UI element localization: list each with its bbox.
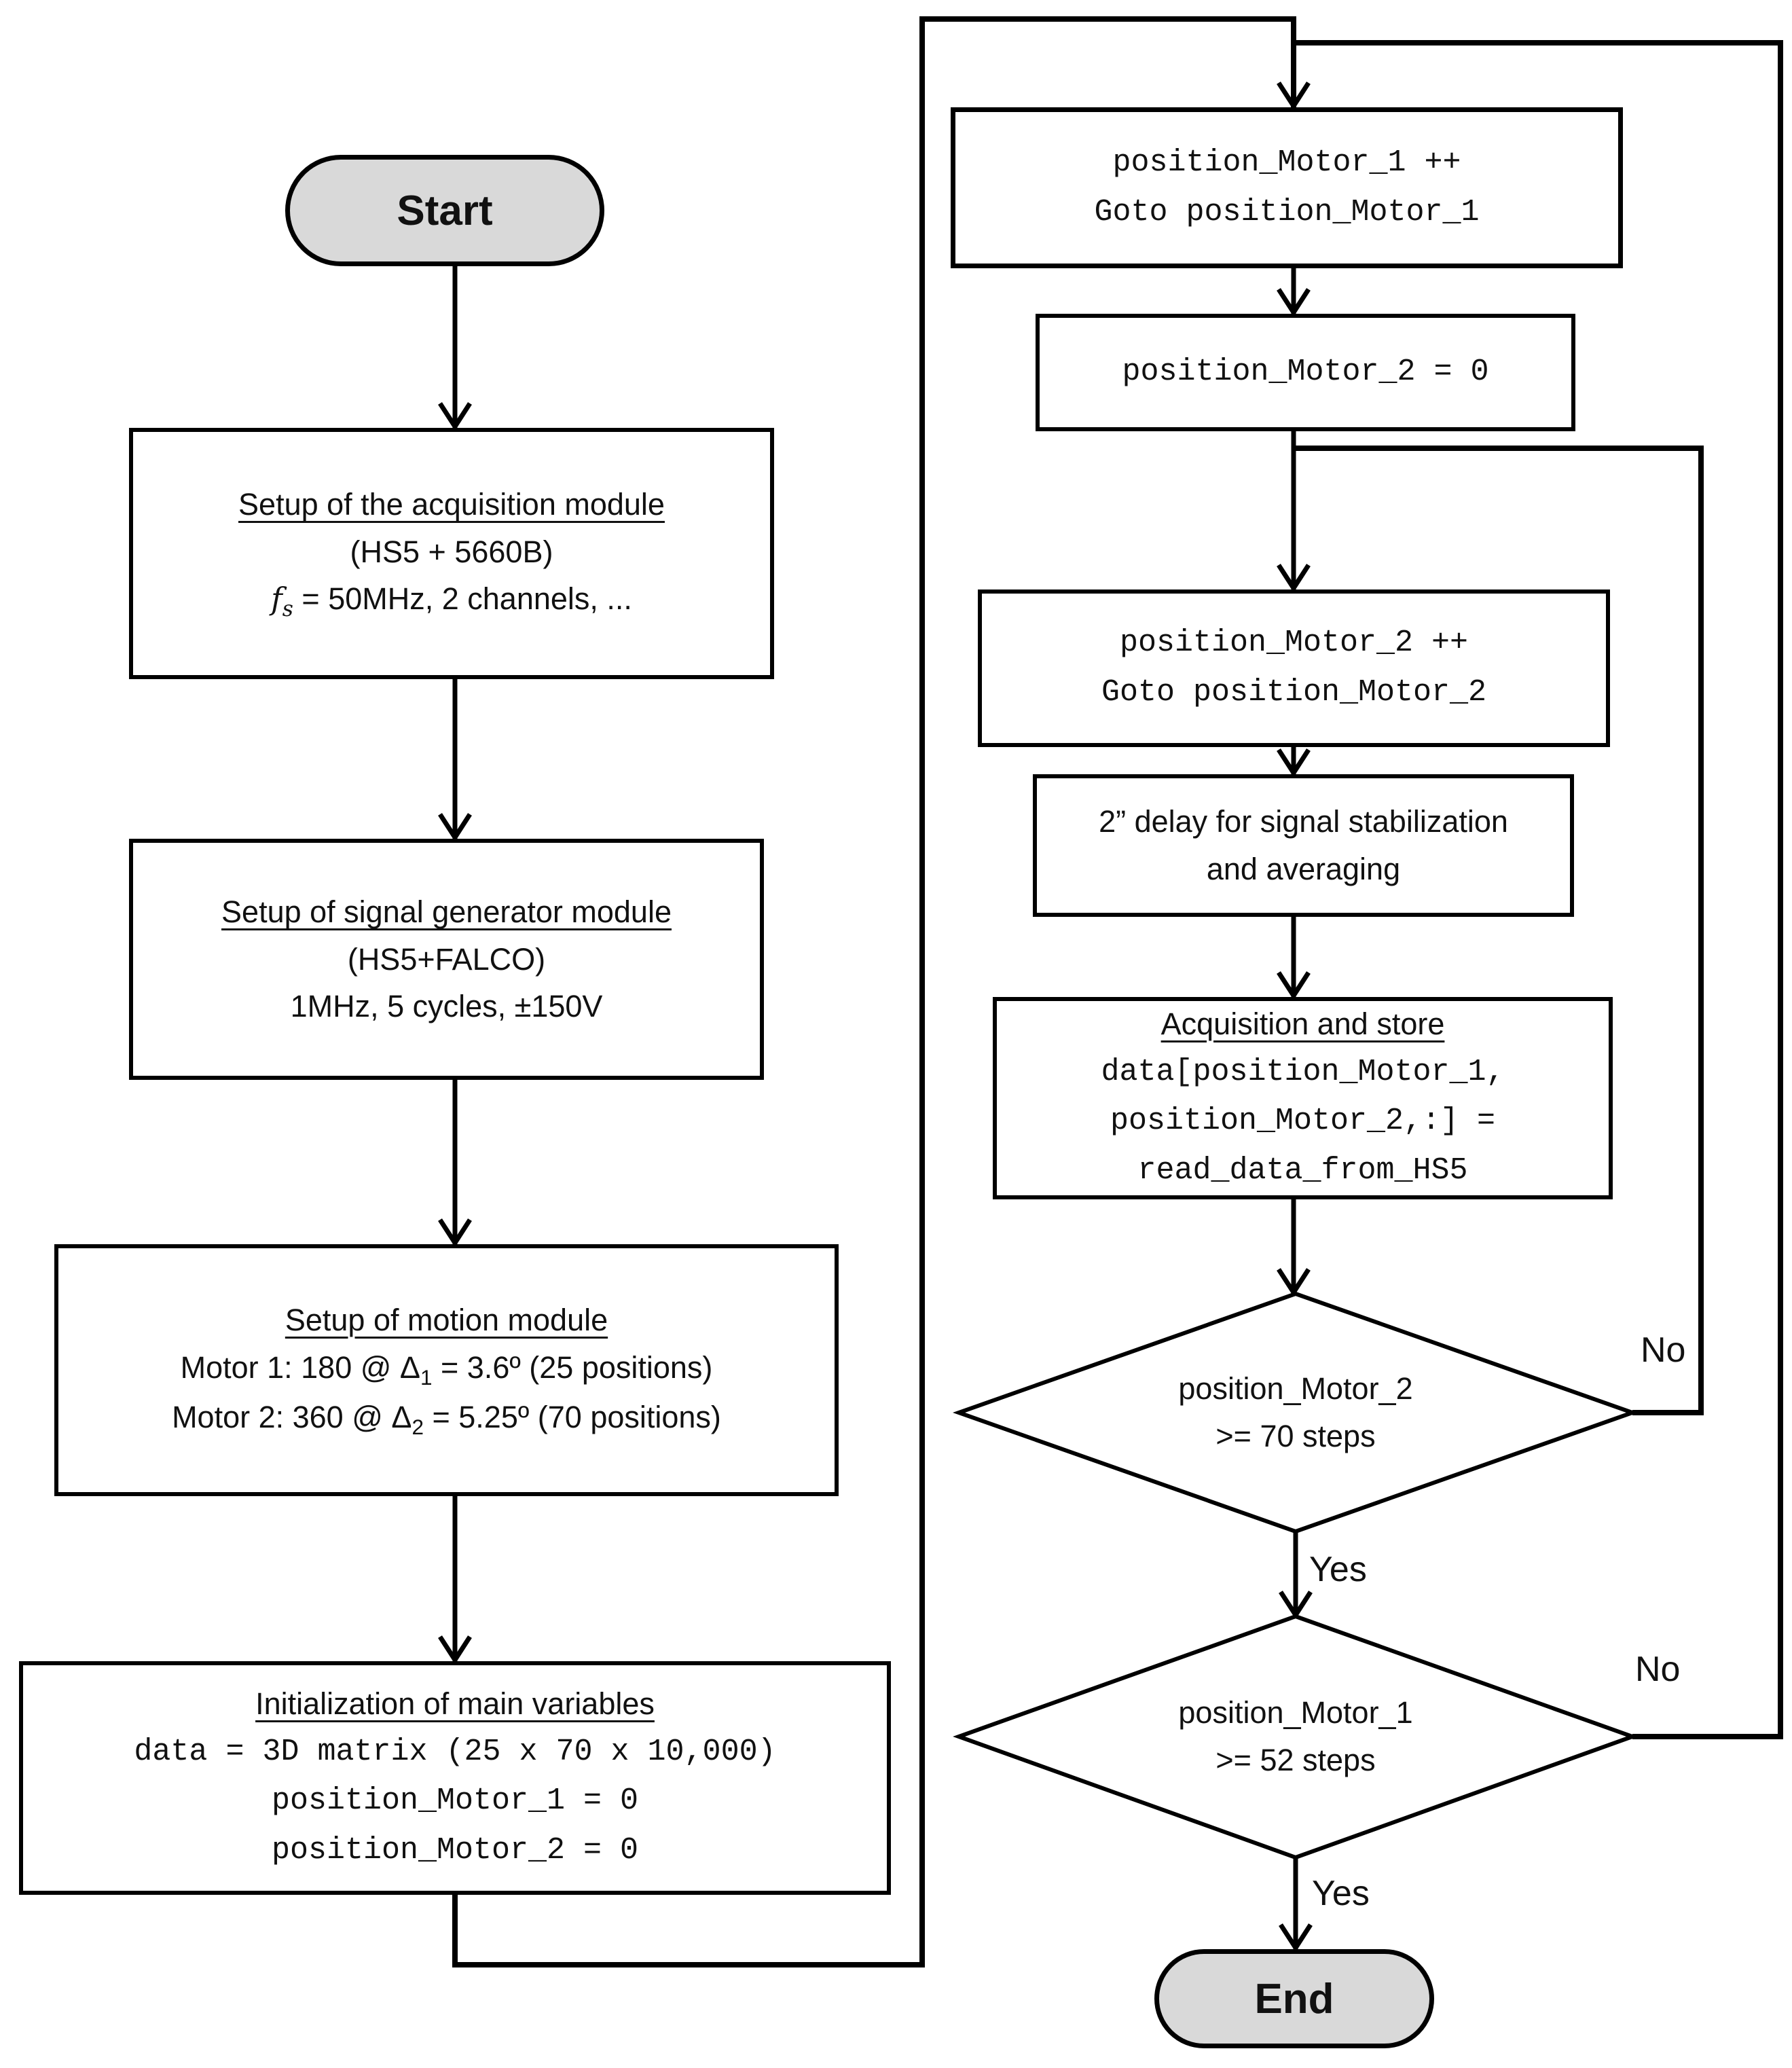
delay-line2: and averaging: [1206, 852, 1401, 886]
signal-generator-line3: 1MHz, 5 cycles, ±150V: [290, 989, 603, 1024]
init-variables-box: Initialization of main variables data = …: [19, 1661, 891, 1895]
decision-motor2-yes-label: Yes: [1309, 1550, 1367, 1589]
motor1-spec-post: = 3.6º (25 positions): [432, 1349, 713, 1385]
start-terminator: Start: [285, 155, 604, 266]
decision-motor1-no-label: No: [1635, 1650, 1681, 1689]
init-variables-title: Initialization of main variables: [255, 1686, 655, 1721]
decision-motor2-diamond: [952, 1291, 1639, 1534]
motor2-increment-code2: Goto position_Motor_2: [1101, 675, 1487, 710]
decision-motor2-line1: position_Motor_2: [1178, 1371, 1413, 1407]
decision-motor2-line2: >= 70 steps: [1215, 1419, 1376, 1453]
decision-motor1-diamond: [953, 1614, 1639, 1860]
acquisition-setup-line3: fs = 50MHz, 2 channels, ...: [271, 575, 632, 626]
edge-decision-motor1-no-return: [1294, 40, 1783, 1739]
fs-rest: = 50MHz, 2 channels, ...: [293, 581, 632, 617]
motor2-spec-sub: 2: [412, 1415, 424, 1440]
decision-motor2-no-label: No: [1641, 1330, 1686, 1370]
motor2-spec-post: = 5.25º (70 positions): [423, 1400, 721, 1435]
motor2-spec-pre: Motor 2: 360 @ Δ: [172, 1400, 412, 1435]
motor1-spec-pre: Motor 1: 180 @ Δ: [180, 1349, 420, 1385]
motor2-reset-code1: position_Motor_2 = 0: [1122, 355, 1489, 390]
acquisition-setup-box: Setup of the acquisition module (HS5 + 5…: [129, 428, 774, 679]
signal-generator-line2: (HS5+FALCO): [347, 941, 546, 977]
motor1-spec-sub: 1: [420, 1364, 433, 1390]
decision-motor1-yes-label: Yes: [1312, 1874, 1370, 1913]
motor2-reset-box: position_Motor_2 = 0: [1036, 314, 1575, 431]
acquisition-store-code1: data[position_Motor_1,: [1101, 1054, 1505, 1089]
acquisition-setup-line2: (HS5 + 5660B): [350, 534, 553, 569]
edge-init-to-motor1-increment-loop: [452, 16, 1311, 1967]
end-terminator: End: [1154, 1949, 1434, 2048]
decision-motor1-text: position_Motor_1 >= 52 steps: [1058, 1665, 1533, 1808]
motion-setup-title: Setup of motion module: [285, 1302, 608, 1337]
acquisition-store-code2: position_Motor_2,:] =: [1110, 1104, 1496, 1139]
start-label: Start: [397, 187, 493, 234]
end-label: End: [1254, 1975, 1334, 2022]
motor1-increment-code1: position_Motor_1 ++: [1112, 145, 1461, 180]
motion-setup-motor1-line: Motor 1: 180 @ Δ1 = 3.6º (25 positions): [181, 1344, 713, 1394]
motor2-increment-code1: position_Motor_2 ++: [1119, 625, 1469, 661]
decision-motor2-text: position_Motor_2 >= 70 steps: [1058, 1341, 1533, 1484]
acquisition-store-box: Acquisition and store data[position_Moto…: [993, 997, 1613, 1199]
acquisition-store-title: Acquisition and store: [1160, 1006, 1445, 1041]
decision-motor1-line2: >= 52 steps: [1215, 1743, 1376, 1777]
motor1-increment-box: position_Motor_1 ++ Goto position_Motor_…: [951, 107, 1623, 268]
motor2-increment-box: position_Motor_2 ++ Goto position_Motor_…: [978, 589, 1610, 747]
init-variables-code3: position_Motor_2 = 0: [271, 1833, 639, 1868]
motor1-increment-code2: Goto position_Motor_1: [1094, 194, 1480, 230]
acquisition-store-code3: read_data_from_HS5: [1137, 1153, 1468, 1189]
decision-motor1-line1: position_Motor_1: [1178, 1695, 1413, 1730]
motion-setup-box: Setup of motion module Motor 1: 180 @ Δ1…: [54, 1244, 839, 1496]
signal-generator-title: Setup of signal generator module: [221, 894, 672, 929]
acquisition-setup-title: Setup of the acquisition module: [238, 486, 665, 522]
signal-generator-setup-box: Setup of signal generator module (HS5+FA…: [129, 839, 764, 1080]
init-variables-code1: data = 3D matrix (25 x 70 x 10,000): [134, 1734, 776, 1769]
motion-setup-motor2-line: Motor 2: 360 @ Δ2 = 5.25º (70 positions): [172, 1394, 721, 1444]
fs-variable: f: [271, 581, 282, 617]
fs-subscript: s: [282, 597, 293, 622]
edge-decision-motor2-no-return: [1294, 446, 1704, 1415]
delay-line1: 2” delay for signal stabilization: [1099, 804, 1508, 839]
delay-box: 2” delay for signal stabilization and av…: [1033, 774, 1574, 917]
init-variables-code2: position_Motor_1 = 0: [271, 1783, 639, 1819]
